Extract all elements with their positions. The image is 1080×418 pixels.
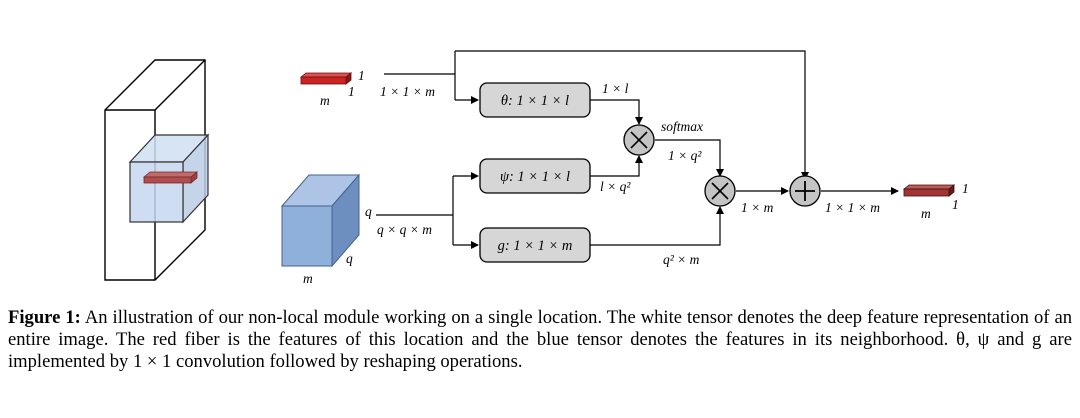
input-block-height-label: q: [346, 251, 353, 266]
output-fiber-width-label: m: [921, 206, 931, 221]
psi-box: ψ: 1 × 1 × l: [479, 158, 591, 194]
psi-box-label: ψ: 1 × 1 × l: [500, 169, 570, 185]
output-fiber-depth-label: 1: [952, 197, 959, 212]
g-box: g: 1 × 1 × m: [479, 227, 591, 263]
softmax-output-label: 1 × q²: [668, 148, 702, 163]
product-output-label: 1 × m: [741, 200, 774, 215]
caption-text: An illustration of our non-local module …: [8, 307, 1073, 373]
theta-output-label: 1 × l: [602, 81, 629, 96]
output-fiber: [902, 184, 956, 197]
input-block-width-label: m: [303, 271, 313, 286]
theta-box: θ: 1 × 1 × l: [479, 82, 591, 118]
psi-output-label: l × q²: [600, 179, 631, 194]
multiply-node-2: [704, 175, 736, 207]
output-fiber-height-label: 1: [962, 181, 969, 196]
input-block: [280, 173, 361, 268]
location-fiber-small: [142, 171, 199, 184]
input-fiber-height-label: 1: [358, 68, 365, 83]
input-fiber-shape-label: 1 × 1 × m: [380, 84, 435, 99]
figure-caption: Figure 1: An illustration of our non-loc…: [8, 307, 1072, 374]
multiply-node-1: [623, 124, 655, 156]
input-block-shape-label: q × q × m: [377, 222, 432, 237]
g-output-label: q² × m: [663, 252, 700, 267]
caption-label: Figure 1:: [8, 307, 81, 328]
non-local-module-diagram: m 1 1 q q m 1 × 1 × m q × q × m: [104, 50, 969, 286]
theta-box-label: θ: 1 × 1 × l: [501, 93, 569, 109]
g-box-label: g: 1 × 1 × m: [498, 238, 573, 254]
input-fiber-depth-label: 1: [348, 84, 355, 99]
input-fiber-width-label: m: [320, 93, 330, 108]
sum-output-label: 1 × 1 × m: [825, 200, 880, 215]
input-fiber: [299, 72, 353, 85]
input-block-depth-label: q: [365, 204, 372, 219]
softmax-label: softmax: [661, 119, 703, 134]
add-node: [789, 175, 821, 207]
